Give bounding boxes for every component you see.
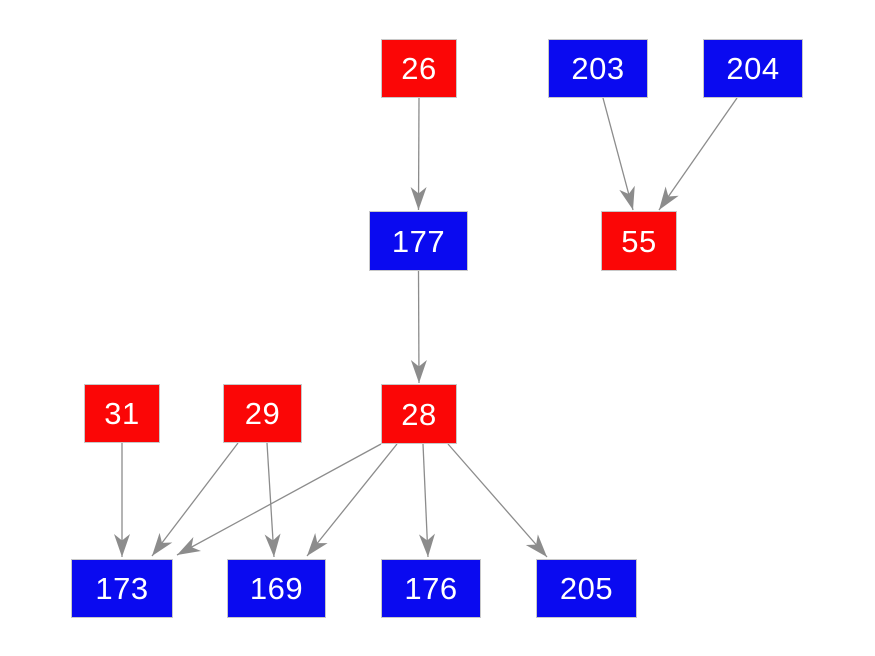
node-label: 204 [726,51,780,86]
node-label: 176 [404,571,458,606]
graph-node-204: 204 [703,39,803,98]
graph-node-29: 29 [223,384,302,443]
graph-node-173: 173 [71,559,173,618]
node-label: 26 [401,51,437,86]
node-label: 203 [571,51,625,86]
node-label: 169 [249,571,304,606]
edge-28-to-205 [447,443,548,558]
edge-28-to-169 [306,443,398,557]
edge-28-to-176 [418,443,435,558]
graph-node-28: 28 [381,384,457,444]
node-label: 28 [401,396,437,432]
node-label: 31 [104,396,140,431]
node-label: 173 [95,571,149,606]
graph-node-176: 176 [381,559,481,618]
node-label: 177 [391,223,446,259]
edge-203-to-55 [602,97,635,211]
graph-node-55: 55 [601,211,677,271]
graph-node-205: 205 [536,559,637,618]
graph-node-26: 26 [381,39,457,98]
node-label: 205 [559,571,614,606]
edge-29-to-169 [264,442,281,558]
graph-node-177: 177 [369,211,468,271]
graph-node-31: 31 [84,384,160,443]
edge-204-to-55 [658,97,738,211]
node-label: 29 [244,396,281,431]
edge-26-to-177 [410,97,427,211]
edge-28-to-173 [176,443,382,556]
edge-29-to-173 [151,442,239,557]
edge-177-to-28 [410,270,427,384]
graph-node-203: 203 [548,39,648,98]
node-label: 55 [621,223,657,259]
graph-node-169: 169 [227,559,326,618]
